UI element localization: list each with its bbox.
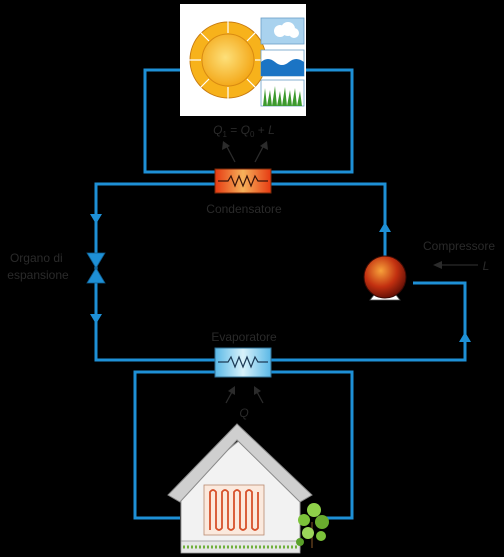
indoor-loop-pipe: [133, 370, 354, 520]
house-icon: [167, 423, 313, 554]
heat-relation-label: Q1 = Q0 + L: [213, 123, 275, 139]
compressor-label: Compressore: [423, 239, 495, 253]
heat-release-arrows: [222, 141, 268, 163]
condenser: [214, 168, 272, 194]
water-wave-icon: [260, 49, 305, 77]
valve-icon: [86, 252, 106, 284]
grass-icon: [260, 79, 305, 107]
coil-icon: [218, 355, 268, 369]
coil-icon: [218, 174, 268, 188]
expansion-label: Organo di espansione: [7, 251, 69, 282]
evaporator: [214, 347, 272, 378]
work-input-arrow: [433, 261, 478, 269]
condenser-label: Condensatore: [206, 202, 282, 216]
expansion-valve: [86, 252, 106, 284]
heat-absorb-arrows: [225, 386, 264, 404]
heat-q-label: Q: [239, 406, 248, 420]
flow-arrow-icon: [90, 214, 471, 342]
compressor-work-label: L: [483, 259, 490, 273]
sun-icon: [188, 20, 268, 100]
evaporator-label: Evaporatore: [211, 330, 277, 344]
outdoor-environment-panel: [180, 4, 306, 116]
svg-text:Q1 = Q0 + L: Q1 = Q0 + L: [213, 123, 275, 139]
plant-icon: [296, 503, 329, 548]
cloud-icon: [260, 17, 305, 45]
outdoor-loop-pipe: [143, 68, 354, 174]
compressor: [363, 255, 407, 301]
